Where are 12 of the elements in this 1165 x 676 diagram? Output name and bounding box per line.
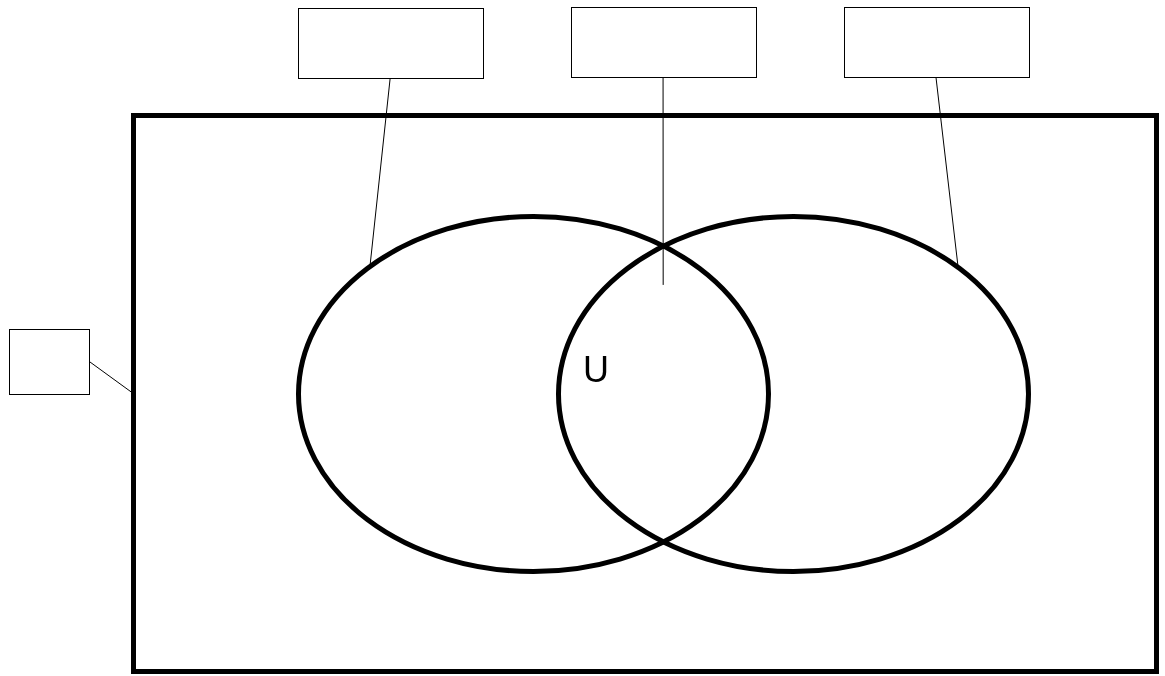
universe-rectangle [131, 113, 1159, 674]
label-box [844, 7, 1030, 78]
set-label: U [583, 352, 609, 388]
leader-line [89, 361, 132, 393]
label-box [298, 8, 484, 79]
set-ellipse [556, 214, 1031, 574]
label-box [571, 7, 757, 78]
label-box [9, 329, 90, 395]
set-ellipse [296, 214, 771, 574]
leader-line [369, 78, 391, 266]
leader-line [935, 77, 959, 266]
leader-line [662, 77, 664, 286]
